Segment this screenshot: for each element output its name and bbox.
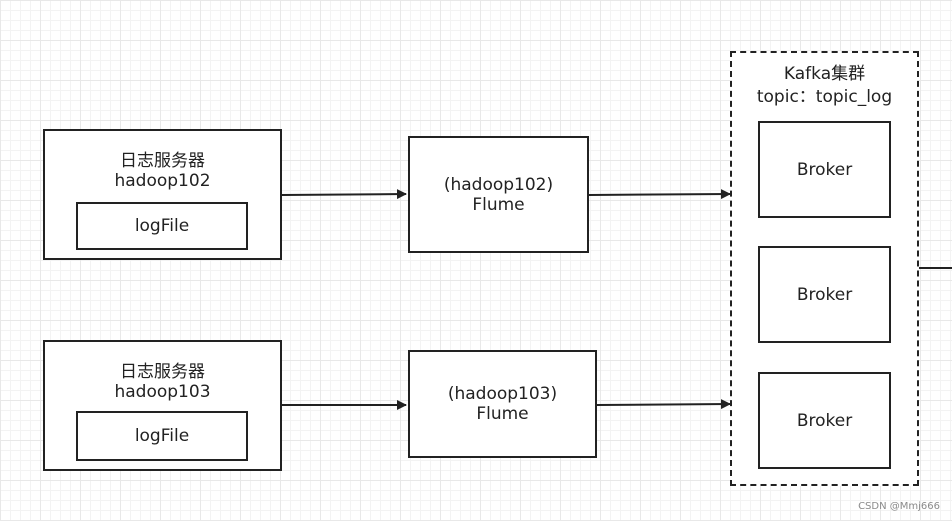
flume-hadoop102[interactable]: (hadoop102) Flume (408, 136, 589, 253)
broker-label: Broker (796, 159, 853, 180)
log-server-hadoop103[interactable]: 日志服务器 hadoop103 logFile (43, 340, 282, 471)
flume-label: Flume (472, 194, 525, 215)
logfile-box[interactable]: logFile (76, 411, 248, 461)
broker-label: Broker (796, 284, 853, 305)
log-server-title: 日志服务器 (120, 151, 205, 171)
logfile-label: logFile (134, 216, 190, 236)
log-server-host: hadoop103 (114, 382, 211, 402)
logfile-label: logFile (134, 426, 190, 446)
kafka-cluster[interactable]: Kafka集群 topic：topic_log Broker Broker Br… (730, 51, 919, 486)
logfile-box[interactable]: logFile (76, 202, 248, 250)
flume-host: (hadoop102) (443, 174, 554, 195)
broker-box[interactable]: Broker (758, 372, 891, 469)
broker-label: Broker (796, 410, 853, 431)
log-server-hadoop102[interactable]: 日志服务器 hadoop102 logFile (43, 129, 282, 260)
flume-host: (hadoop103) (447, 384, 558, 404)
flume-label: Flume (476, 404, 529, 424)
edge-flume2-to-kafka[interactable] (596, 399, 731, 410)
log-server-host: hadoop102 (114, 171, 211, 191)
edge-flume1-to-kafka[interactable] (588, 189, 731, 200)
broker-box[interactable]: Broker (758, 246, 891, 343)
edge-server1-to-flume1[interactable] (281, 189, 407, 200)
flume-hadoop103[interactable]: (hadoop103) Flume (408, 350, 597, 458)
kafka-topic-label: topic：topic_log (756, 87, 893, 107)
broker-box[interactable]: Broker (758, 121, 891, 218)
kafka-cluster-title: Kafka集群 (783, 64, 866, 84)
watermark-text: CSDN @Mmj666 (858, 501, 940, 512)
log-server-title: 日志服务器 (120, 362, 205, 382)
